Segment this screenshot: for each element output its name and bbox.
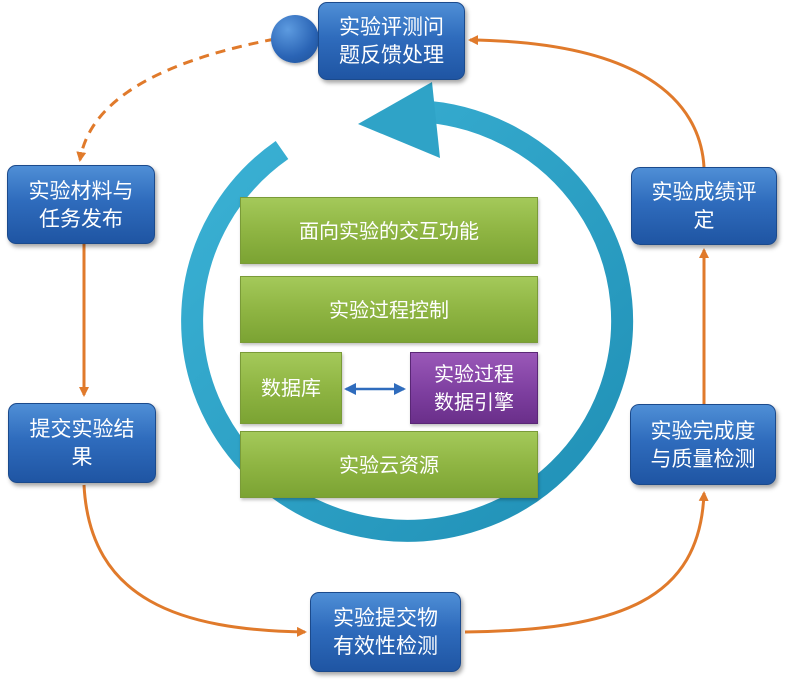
node-submit-results: 提交实验结 果 xyxy=(8,403,156,483)
layer-process-control: 实验过程控制 xyxy=(240,276,538,343)
layer-label: 实验过程控制 xyxy=(329,297,449,322)
layer-label: 数据库 xyxy=(261,376,321,400)
node-feedback-processing: 实验评测问 题反馈处理 xyxy=(318,2,465,80)
flow-arrow-submit-to-validity xyxy=(82,484,307,637)
node-label: 实验评测问 题反馈处理 xyxy=(339,15,444,67)
flow-arrow-validity-to-completion xyxy=(464,491,709,634)
flow-arrow-feedback-to-materials xyxy=(76,37,276,162)
node-completion-quality-check: 实验完成度 与质量检测 xyxy=(630,404,776,485)
node-label: 实验完成度 与质量检测 xyxy=(650,418,756,471)
cycle-ring xyxy=(181,100,634,542)
node-materials-release: 实验材料与 任务发布 xyxy=(7,165,155,244)
layer-cloud-resources: 实验云资源 xyxy=(240,431,538,498)
layer-interaction: 面向实验的交互功能 xyxy=(240,197,538,264)
node-validity-check: 实验提交物 有效性检测 xyxy=(310,592,461,672)
node-label: 提交实验结 果 xyxy=(29,417,135,469)
node-label: 实验成绩评 定 xyxy=(651,180,757,232)
layer-label: 实验过程 数据引擎 xyxy=(434,362,514,414)
layer-label: 实验云资源 xyxy=(339,452,439,477)
node-label: 实验材料与 任务发布 xyxy=(28,178,134,231)
layer-label: 面向实验的交互功能 xyxy=(299,218,479,243)
cycle-ring-arrowhead xyxy=(358,82,440,158)
node-grading: 实验成绩评 定 xyxy=(631,167,777,245)
node-label: 实验提交物 有效性检测 xyxy=(333,606,438,658)
flow-arrow-grading-to-feedback xyxy=(468,35,706,168)
start-dot xyxy=(271,15,319,63)
layer-database: 数据库 xyxy=(240,352,342,424)
layer-data-engine: 实验过程 数据引擎 xyxy=(410,352,538,424)
